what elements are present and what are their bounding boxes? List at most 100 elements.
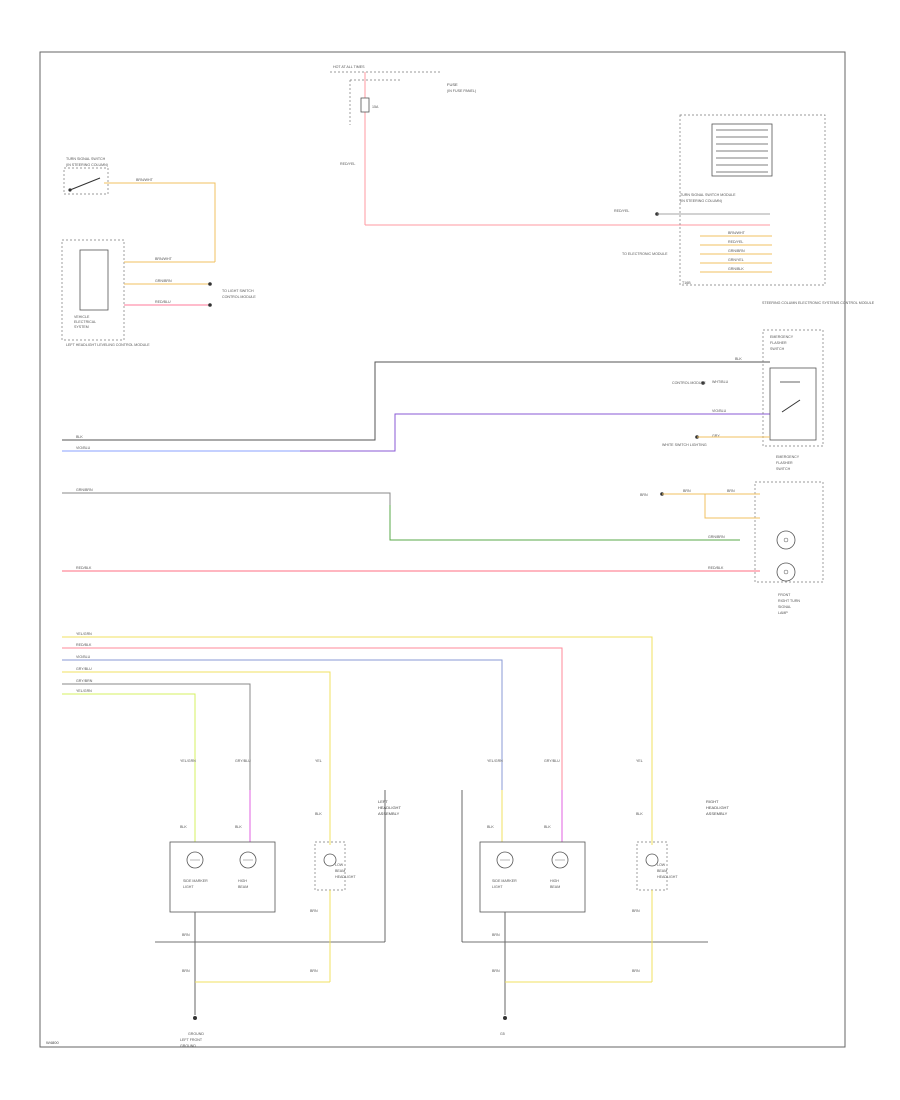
lighting-control-line-2: SYSTEM bbox=[74, 325, 89, 329]
right-headlight: YEL/GRN GRY/BLU YEL BLK BLK BLK RIGHT HE… bbox=[461, 759, 729, 1036]
svg-text:BLK: BLK bbox=[636, 812, 643, 816]
turn-module-caption: STEERING COLUMN ELECTRONIC SYSTEMS CONTR… bbox=[762, 301, 875, 305]
lighting-control-wire-2: RED/BLU bbox=[155, 300, 171, 304]
svg-text:BRN: BRN bbox=[640, 493, 648, 497]
svg-text:LOW: LOW bbox=[657, 863, 666, 867]
svg-text:YEL/GRN: YEL/GRN bbox=[76, 632, 92, 636]
svg-text:YEL: YEL bbox=[315, 759, 322, 763]
svg-text:BEAM: BEAM bbox=[657, 869, 667, 873]
trunk-wires: BLK VIO/BLU GRN/BRN RED/BLK bbox=[62, 361, 770, 572]
svg-text:LIGHT: LIGHT bbox=[492, 885, 503, 889]
svg-text:BLK: BLK bbox=[180, 825, 187, 829]
svg-text:GRN/BRN: GRN/BRN bbox=[708, 535, 725, 539]
front-lamp-label-2: SIGNAL bbox=[778, 605, 791, 609]
lighting-control-wire-1: GRN/BRN bbox=[155, 279, 172, 283]
svg-text:BEAM: BEAM bbox=[550, 885, 560, 889]
svg-text:HIGH: HIGH bbox=[238, 879, 247, 883]
svg-text:GRN/BRN: GRN/BRN bbox=[728, 249, 745, 253]
svg-text:BRN: BRN bbox=[632, 909, 640, 913]
fuse-amp: 15A bbox=[372, 105, 379, 109]
fuse-top-label: HOT AT ALL TIMES bbox=[333, 65, 365, 69]
svg-text:RED/BLK: RED/BLK bbox=[708, 566, 724, 570]
lighting-control-note-1: CONTROL MODULE bbox=[222, 295, 256, 299]
svg-text:BRN: BRN bbox=[182, 933, 190, 937]
svg-text:G5: G5 bbox=[500, 1032, 505, 1036]
turn-signal-switch-sub: (IN STEERING COLUMN) bbox=[66, 163, 108, 167]
fuse-sub: (IN FUSE PANEL) bbox=[447, 89, 476, 93]
turn-signal-switch-wire: BRN/WHT bbox=[136, 178, 154, 182]
svg-text:RED/YEL: RED/YEL bbox=[728, 240, 743, 244]
svg-text:HEADLIGHT: HEADLIGHT bbox=[335, 875, 356, 879]
right-headlight-title-1: HEADLIGHT bbox=[706, 805, 729, 810]
hazard-note-1: WHITE SWITCH LIGHTING bbox=[662, 443, 707, 447]
turn-signal-switch: TURN SIGNAL SWITCH (IN STEERING COLUMN) … bbox=[63, 157, 216, 262]
fuse-wire-label: RED/YEL bbox=[340, 162, 355, 166]
svg-text:BLK: BLK bbox=[544, 825, 551, 829]
lighting-control-wire-0: BRN/WHT bbox=[155, 257, 173, 261]
svg-text:LIGHT: LIGHT bbox=[183, 885, 194, 889]
fuse-label: FUSE bbox=[447, 82, 458, 87]
svg-text:HIGH: HIGH bbox=[550, 879, 559, 883]
svg-text:YEL: YEL bbox=[636, 759, 643, 763]
hazard-switch: EMERGENCY FLASHER SWITCH BLK WHT/BLU VIO… bbox=[662, 329, 824, 471]
left-headlight-title-1: HEADLIGHT bbox=[378, 805, 401, 810]
svg-text:BRN: BRN bbox=[310, 909, 318, 913]
turn-module-ref: T16B bbox=[682, 281, 691, 285]
svg-text:GRY/BLU: GRY/BLU bbox=[544, 759, 560, 763]
svg-text:SIDE MARKER: SIDE MARKER bbox=[492, 879, 517, 883]
svg-text:RED/BLK: RED/BLK bbox=[76, 643, 92, 647]
hazard-bottom-2: SWITCH bbox=[776, 467, 791, 471]
front-lamp: BRN BRN BRN GRN/BRN RED/BLK FRONT RIGHT … bbox=[640, 481, 824, 615]
svg-text:BRN: BRN bbox=[727, 489, 735, 493]
svg-text:BRN: BRN bbox=[632, 969, 640, 973]
svg-text:HEADLIGHT: HEADLIGHT bbox=[657, 875, 678, 879]
svg-text:GRY/BLU: GRY/BLU bbox=[235, 759, 251, 763]
svg-text:YEL/GRN: YEL/GRN bbox=[180, 759, 196, 763]
trunk-left-label-0: BLK bbox=[76, 435, 83, 439]
svg-text:BRN: BRN bbox=[182, 969, 190, 973]
svg-text:BRN: BRN bbox=[492, 933, 500, 937]
hazard-bottom-1: FLASHER bbox=[776, 461, 793, 465]
lighting-control-module: VEHICLE ELECTRICAL SYSTEM LEFT HEADLIGHT… bbox=[61, 239, 256, 347]
front-lamp-label-1: RIGHT TURN bbox=[778, 599, 800, 603]
headlight-bus: YEL/GRN RED/BLK VIO/BLU GRY/BLU GRY/BRN … bbox=[62, 632, 653, 790]
svg-text:WHT/BLU: WHT/BLU bbox=[712, 380, 729, 384]
right-ground-icon bbox=[503, 1016, 507, 1020]
svg-text:GROUND: GROUND bbox=[180, 1044, 196, 1048]
lighting-control-line-0: VEHICLE bbox=[74, 315, 90, 319]
svg-text:VIO/BLU: VIO/BLU bbox=[76, 655, 91, 659]
footer-code: W4800 bbox=[46, 1040, 59, 1045]
lighting-control-note-0: TO LIGHT SWITCH bbox=[222, 289, 254, 293]
svg-text:BEAM: BEAM bbox=[238, 885, 248, 889]
svg-text:BRN: BRN bbox=[492, 969, 500, 973]
svg-text:YEL/GRN: YEL/GRN bbox=[487, 759, 503, 763]
turn-module-sub: (IN STEERING COLUMN) bbox=[680, 199, 722, 203]
svg-text:GRN/YEL: GRN/YEL bbox=[728, 258, 744, 262]
svg-text:BRN/WHT: BRN/WHT bbox=[728, 231, 746, 235]
turn-module: TURN SIGNAL SWITCH MODULE (IN STEERING C… bbox=[614, 114, 875, 305]
turn-module-label: TURN SIGNAL SWITCH MODULE bbox=[680, 193, 736, 197]
trunk-left-label-2: GRN/BRN bbox=[76, 488, 93, 492]
svg-text:BLK: BLK bbox=[487, 825, 494, 829]
svg-text:BLK: BLK bbox=[315, 812, 322, 816]
svg-text:GRY/BRN: GRY/BRN bbox=[76, 679, 93, 683]
turn-signal-switch-label: TURN SIGNAL SWITCH bbox=[66, 157, 106, 161]
hazard-top-0: EMERGENCY bbox=[770, 335, 794, 339]
left-headlight-title-0: LEFT bbox=[378, 799, 388, 804]
svg-text:GRY: GRY bbox=[712, 434, 720, 438]
front-lamp-label-3: LAMP bbox=[778, 611, 788, 615]
turn-module-connectors: BRN/WHT RED/YEL GRN/BRN GRN/YEL GRN/BLK bbox=[700, 231, 772, 273]
svg-text:GROUND: GROUND bbox=[188, 1032, 204, 1036]
front-lamp-label-0: FRONT bbox=[778, 593, 791, 597]
trunk-left-label-3: RED/BLK bbox=[76, 566, 92, 570]
svg-text:GRN/BLK: GRN/BLK bbox=[728, 267, 744, 271]
left-headlight-title-2: ASSEMBLY bbox=[378, 811, 400, 816]
svg-text:LOW: LOW bbox=[335, 863, 344, 867]
diagram-frame bbox=[39, 51, 846, 1048]
turn-module-note: TO ELECTRONIC MODULE bbox=[622, 252, 668, 256]
front-lamp-bulb-1 bbox=[776, 530, 796, 550]
hazard-bottom-0: EMERGENCY bbox=[776, 455, 800, 459]
lighting-control-line-1: ELECTRICAL bbox=[74, 320, 96, 324]
right-headlight-title-0: RIGHT bbox=[706, 799, 719, 804]
